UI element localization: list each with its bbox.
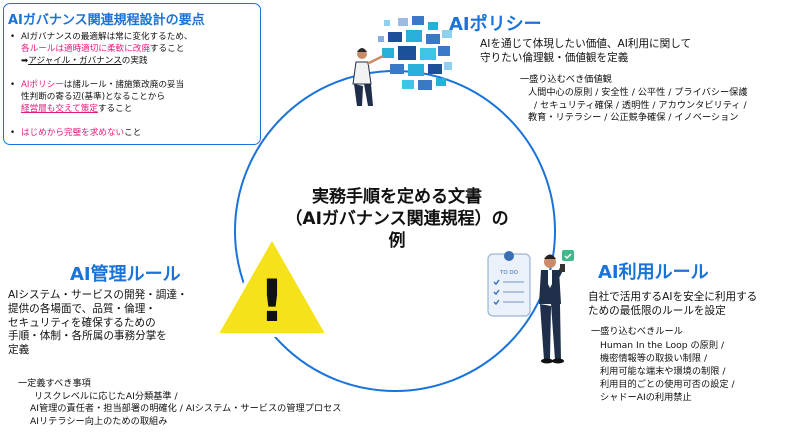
ai-usage-desc: 自社で活用するAIを安全に利用する ための最低限のルールを設定 xyxy=(588,290,757,318)
bullet: • xyxy=(10,32,16,42)
ai-policy-desc-line2: 守りたい倫理観・価値観を定義 xyxy=(480,52,629,64)
key-point-1-highlight: 各ルールは適時適切に柔軟に改廃 xyxy=(21,44,150,55)
key-point-2-line1-rest: は諸ルール・諸施策改廃の妥当 xyxy=(63,80,185,90)
list-item: 利用目的ごとの使用可否の設定 / xyxy=(600,379,735,390)
key-point-1-underline: アジャイル・ガバナンス xyxy=(28,56,122,67)
bullet: • xyxy=(10,80,16,90)
clipboard-label: TO DO xyxy=(499,270,519,276)
warning-icon: ! xyxy=(214,235,330,337)
list-item: AI管理の責任者・担当部署の明確化 / AIシステム・サービスの管理プロセス xyxy=(30,403,342,415)
key-points-title: AIガバナンス関連規程設計の要点 xyxy=(8,13,205,28)
key-point-2-line2: 性判断の寄る辺(基準)となることから xyxy=(21,92,165,103)
ai-policy-desc-line1: AIを通じて体現したい価値、AI利用に関して xyxy=(480,38,692,50)
list-item: 人間中心の原則 / 安全性 / 公平性 / プライバシー保護 xyxy=(528,87,748,98)
ai-policy-list-title: 一盛り込むべき価値観 xyxy=(520,74,612,85)
ai-management-heading: AI管理ルール xyxy=(70,264,181,285)
desc-line: AIシステム・サービスの開発・調達・ xyxy=(8,289,188,301)
center-title-line1: 実務手順を定める文書 xyxy=(312,187,482,207)
key-point-2-line3-rest: すること xyxy=(97,104,133,115)
clipboard-person-illustration: TO DO xyxy=(487,250,574,364)
ai-policy-heading: AIポリシー xyxy=(449,14,542,35)
desc-line: ための最低限のルールを設定 xyxy=(588,305,726,317)
desc-line: 手順・体制・各所属の事務分掌を xyxy=(8,330,167,343)
ai-policy-list: 人間中心の原則 / 安全性 / 公平性 / プライバシー保護 / セキュリティ確… xyxy=(528,87,748,125)
desc-line: セキュリティを確保するための xyxy=(8,316,156,329)
key-point-3-line1-rest: こと xyxy=(124,128,142,138)
ai-policy-desc: AIを通じて体現したい価値、AI利用に関して 守りたい倫理観・価値観を定義 xyxy=(480,37,691,65)
ai-management-list-title: 一定義すべき事項 xyxy=(18,378,91,389)
ai-management-desc: AIシステム・サービスの開発・調達・ 提供の各場面で、品質・倫理・ セキュリティ… xyxy=(8,289,188,358)
ai-usage-list-title: 一盛り込むべきルール xyxy=(591,326,683,337)
list-item: / セキュリティ確保 / 透明性 / アカウンタビリティ / xyxy=(534,99,747,111)
list-item: リスクレベルに応じたAI分類基準 / xyxy=(34,391,178,402)
warning-symbol: ! xyxy=(259,267,285,335)
key-point-3-highlight: はじめから完璧を求めない xyxy=(21,128,125,138)
desc-line: 提供の各場面で、品質・倫理・ xyxy=(8,302,156,315)
list-item: AIリテラシー向上のための取組み xyxy=(30,415,168,427)
ai-management-list: リスクレベルに応じたAI分類基準 / AI管理の責任者・担当部署の明確化 / A… xyxy=(30,391,341,428)
key-point-1-line1: AIガバナンスの最適解は常に変化するため、 xyxy=(21,32,193,42)
desc-line: 定義 xyxy=(8,344,30,357)
center-title: 実務手順を定める文書 （AIガバナンス関連規程）の 例 xyxy=(274,186,520,252)
key-point-2-highlight: AIポリシー xyxy=(21,80,64,90)
list-item: Human In the Loop の原則 / xyxy=(600,340,725,351)
data-person-illustration xyxy=(352,16,452,106)
center-title-line2: （AIガバナンス関連規程）の xyxy=(285,209,509,229)
desc-line: 自社で活用するAIを安全に利用する xyxy=(588,291,758,303)
key-points-box xyxy=(3,3,261,145)
ai-usage-list: Human In the Loop の原則 / 機密情報等の取扱い制限 / 利用… xyxy=(600,339,735,404)
center-title-line3: 例 xyxy=(388,231,406,251)
ai-usage-heading: AI利用ルール xyxy=(598,262,709,283)
bullet: • xyxy=(10,128,16,138)
arrow-icon: ➡ xyxy=(21,56,29,67)
key-point-1-line2-rest: すること xyxy=(149,44,185,55)
list-item: 機密情報等の取扱い制限 / xyxy=(600,353,708,364)
list-item: 教育・リテラシー / 公正競争確保 / イノベーション xyxy=(528,112,739,124)
key-point-2-highlight-2: 経営層も交えて策定 xyxy=(21,104,98,115)
list-item: シャドーAIの利用禁止 xyxy=(600,392,692,403)
list-item: 利用可能な端末や環境の制限 / xyxy=(600,366,726,377)
key-point-1-line3-rest: の実践 xyxy=(121,56,148,67)
